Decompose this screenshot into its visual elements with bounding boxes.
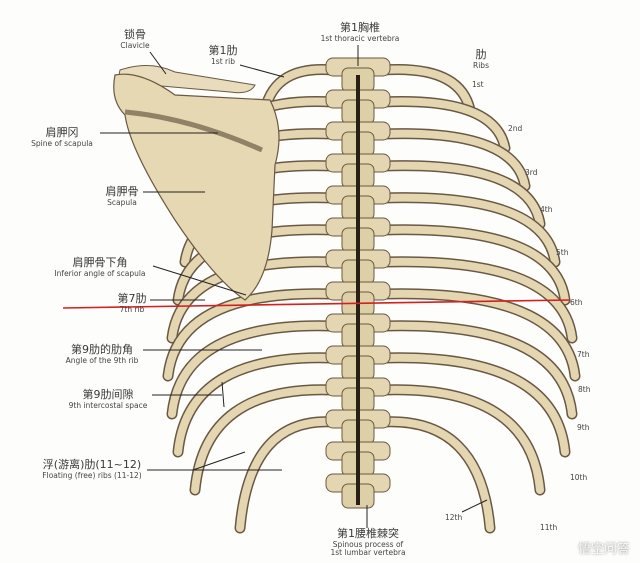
rib-outline [377, 384, 546, 496]
rib-number-1st: 1st [472, 80, 484, 89]
rib [379, 289, 579, 380]
rib-number-11th: 11th [540, 523, 558, 532]
label-floating-ribs: 浮(游离)肋(11~12)Floating (free) ribs (11-12… [42, 458, 142, 480]
rib [168, 257, 337, 342]
rib-number-9th: 9th [577, 423, 590, 432]
rib-number-10th: 10th [570, 473, 588, 482]
rib [379, 257, 576, 342]
rib [379, 65, 474, 114]
right-ribs [377, 64, 581, 534]
rib-number-7th: 7th [577, 350, 590, 359]
rib-number-12th: 12th [445, 513, 463, 522]
rib-outline [189, 384, 339, 496]
watermark: 悟空问答 [577, 542, 630, 557]
rib [379, 97, 509, 152]
rib-number-6th: 6th [570, 298, 583, 307]
spine-of-scapula-ridge [124, 109, 264, 153]
vertebral-column [325, 57, 391, 509]
rib-number-4th: 4th [540, 205, 553, 214]
rib [379, 385, 544, 494]
rib [236, 417, 337, 532]
left-ribs [162, 64, 339, 534]
rib [379, 417, 494, 532]
rib [379, 129, 529, 190]
red-marker-line [62, 299, 571, 309]
rib-number-8th: 8th [578, 385, 591, 394]
rib [379, 353, 569, 456]
rib [379, 161, 544, 228]
rib [379, 321, 576, 418]
leader-lines [100, 45, 488, 528]
rib-number-3rd: 3rd [525, 168, 538, 177]
rib [379, 193, 559, 266]
rib [191, 385, 337, 494]
rib [164, 289, 337, 380]
rib [379, 225, 569, 304]
rib-number-5th: 5th [556, 248, 569, 257]
rib-number-2nd: 2nd [508, 124, 523, 133]
rib [168, 321, 337, 418]
scapula [113, 73, 280, 301]
rib [174, 353, 337, 456]
